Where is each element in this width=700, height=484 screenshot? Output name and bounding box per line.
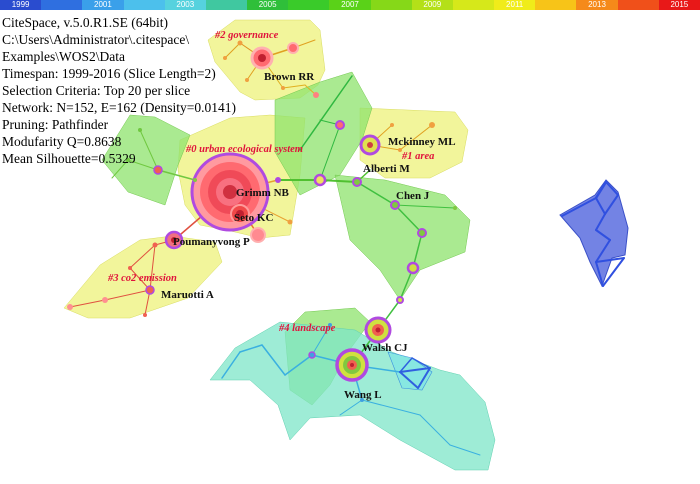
node-green-left-c[interactable]	[138, 128, 142, 132]
cluster-label-1: #1 area	[401, 151, 434, 162]
node-c3-b[interactable]	[128, 266, 132, 270]
timeline-segment: 2005	[247, 0, 289, 10]
info-panel: CiteSpace, v.5.0.R1.SE (64bit) C:\Users\A…	[2, 14, 332, 167]
info-line: Examples\WOS2\Data	[2, 49, 125, 64]
timeline-segment	[535, 0, 577, 10]
timeline-segment: 1999	[0, 0, 42, 10]
cluster-label-3: #3 co2 emission	[107, 273, 177, 284]
node-c4-b[interactable]	[360, 398, 364, 402]
node-c4-c[interactable]	[328, 323, 332, 327]
timeline-segment: 2001	[82, 0, 124, 10]
info-line: Selection Criteria: Top 20 per slice	[2, 83, 191, 98]
node-c3-d[interactable]	[67, 304, 73, 310]
author-label-chen-j: Chen J	[396, 190, 430, 202]
node-green-mid-b[interactable]	[406, 261, 420, 275]
node-green-mid-d[interactable]	[453, 206, 457, 210]
node-c4-a[interactable]	[308, 351, 316, 359]
node-green-mid-c[interactable]	[396, 296, 404, 304]
node-green-left-b[interactable]	[126, 158, 130, 162]
node-c2-c[interactable]	[281, 86, 285, 90]
info-line: Mean Silhouette=0.5329	[2, 151, 136, 166]
node-top-green-b[interactable]	[313, 173, 327, 187]
timeline-segment: 2011	[494, 0, 536, 10]
node-top-green-c[interactable]	[352, 177, 362, 187]
node-c0-b[interactable]	[275, 177, 281, 183]
node-green-left-a[interactable]	[153, 165, 163, 175]
timeline-segment	[452, 0, 495, 10]
node-c3-e[interactable]	[143, 313, 147, 317]
timeline-segment	[370, 0, 412, 10]
hull-cluster-green-mid	[334, 174, 471, 301]
node-c0-d[interactable]	[193, 178, 197, 182]
info-line: CiteSpace, v.5.0.R1.SE (64bit)	[2, 15, 168, 30]
node-alberti-m[interactable]	[359, 134, 381, 156]
author-label-seto-kc: Seto KC	[234, 212, 273, 224]
timeline-segment	[205, 0, 248, 10]
timeline-segment: 2015	[658, 0, 700, 10]
node-c3-c[interactable]	[102, 297, 108, 303]
timeline-segment: 2009	[411, 0, 453, 10]
node-c2-e[interactable]	[223, 56, 227, 60]
timeline-segment	[288, 0, 330, 10]
cluster-labels: #0 urban ecological system #1 area #2 go…	[107, 30, 434, 334]
node-chen-j[interactable]	[390, 200, 400, 210]
node-walsh-cj[interactable]	[364, 316, 392, 344]
node-mckinney-ml[interactable]	[429, 122, 435, 128]
author-label-walsh-cj: Walsh CJ	[362, 342, 408, 354]
cluster-label-2: #2 governance	[214, 30, 279, 41]
info-line: Timespan: 1999-2016 (Slice Length=2)	[2, 66, 216, 81]
author-label-wang-l: Wang L	[344, 389, 382, 401]
author-label-poumanyvong-p: Poumanyvong P	[173, 236, 250, 248]
node-brown-rr[interactable]	[250, 46, 274, 70]
author-label-brown-rr: Brown RR	[264, 71, 315, 83]
author-label-grimm-nb: Grimm NB	[236, 187, 290, 199]
node-c1-a[interactable]	[390, 123, 394, 127]
timeline-segment	[617, 0, 659, 10]
info-line: C:\Users\Administrator\.citespace\	[2, 32, 190, 47]
node-c2-b[interactable]	[237, 40, 243, 46]
author-label-maruotti-a: Maruotti A	[161, 289, 214, 301]
node-poumanyvong-p[interactable]	[164, 230, 184, 250]
node-top-green-a[interactable]	[335, 120, 345, 130]
hull-cluster-1	[359, 107, 469, 179]
node-c2-f[interactable]	[245, 78, 249, 82]
node-c1-b[interactable]	[398, 148, 402, 152]
timeline-segment: 2007	[329, 0, 371, 10]
cluster-label-0: #0 urban ecological system	[185, 144, 303, 155]
timeline-segment: 2013	[576, 0, 618, 10]
node-seto-kc[interactable]	[230, 204, 250, 224]
node-c2-d[interactable]	[313, 92, 319, 98]
node-c2-a[interactable]	[287, 42, 299, 54]
info-line: Pruning: Pathfinder	[2, 117, 109, 132]
network-nodes[interactable]	[67, 40, 457, 403]
info-line: Modufarity Q=0.8638	[2, 134, 122, 149]
node-wang-l[interactable]	[335, 348, 369, 382]
timeline-segment: 2003	[164, 0, 206, 10]
author-label-alberti-m: Alberti M	[363, 163, 410, 175]
timeline-color-bar: 1999 2001 2003 2005 2007 2009 2011 2013 2015	[0, 0, 700, 10]
node-maruotti-a[interactable]	[145, 285, 155, 295]
cluster-label-4: #4 landscape	[278, 323, 336, 334]
timeline-segment	[123, 0, 165, 10]
timeline-segment	[41, 0, 83, 10]
node-c3-a[interactable]	[152, 242, 158, 248]
node-green-mid-a[interactable]	[417, 228, 427, 238]
hull-cluster-4	[209, 321, 496, 471]
author-label-mckinney-ml: Mckinney ML	[388, 136, 456, 148]
node-c0-c[interactable]	[287, 219, 293, 225]
info-line: Network: N=152, E=162 (Density=0.0141)	[2, 100, 236, 115]
author-labels: Brown RR Grimm NB Seto KC Poumanyvong P …	[161, 71, 456, 401]
hull-cluster-green-left	[101, 114, 191, 206]
node-c0-a[interactable]	[250, 227, 266, 243]
